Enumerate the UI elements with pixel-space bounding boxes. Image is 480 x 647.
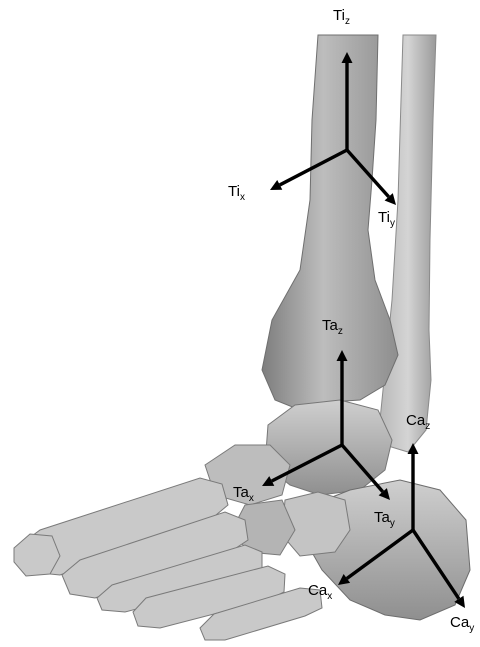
tibia-z-axis-label-subscript: z <box>345 16 350 27</box>
talus-x-axis-label-subscript: x <box>249 493 254 504</box>
calcaneus-y-axis-label: Cay <box>450 614 474 634</box>
calcaneus-z-axis-label-base: Ca <box>406 412 426 429</box>
talus-y-axis-label-base: Ta <box>374 509 391 526</box>
calcaneus-x-axis-label-base: Ca <box>308 582 328 599</box>
tibia-x-axis-label: Tix <box>228 183 245 203</box>
fibula-bone <box>380 35 436 452</box>
tibia-y-axis-label-base: Ti <box>378 209 390 226</box>
tibia-y-axis-label: Tiy <box>378 209 395 229</box>
talus-x-axis-label-base: Ta <box>233 484 250 501</box>
talus-y-axis-label-subscript: y <box>390 518 395 529</box>
talus-z-axis-label-base: Ta <box>322 317 339 334</box>
calcaneus-y-axis-label-subscript: y <box>469 623 474 634</box>
calcaneus-y-axis-label-base: Ca <box>450 614 470 631</box>
calcaneus-x-axis-label-subscript: x <box>327 591 332 602</box>
tibia-z-axis-label-base: Ti <box>333 7 345 24</box>
tibia-z-axis-label: Tiz <box>333 7 350 27</box>
tibia-y-axis-label-subscript: y <box>390 218 395 229</box>
calcaneus-z-axis-label-subscript: z <box>425 421 430 432</box>
tibia-x-axis-label-base: Ti <box>228 183 240 200</box>
talus-z-axis-label-subscript: z <box>338 326 343 337</box>
tibia-x-axis-label-subscript: x <box>240 192 245 203</box>
